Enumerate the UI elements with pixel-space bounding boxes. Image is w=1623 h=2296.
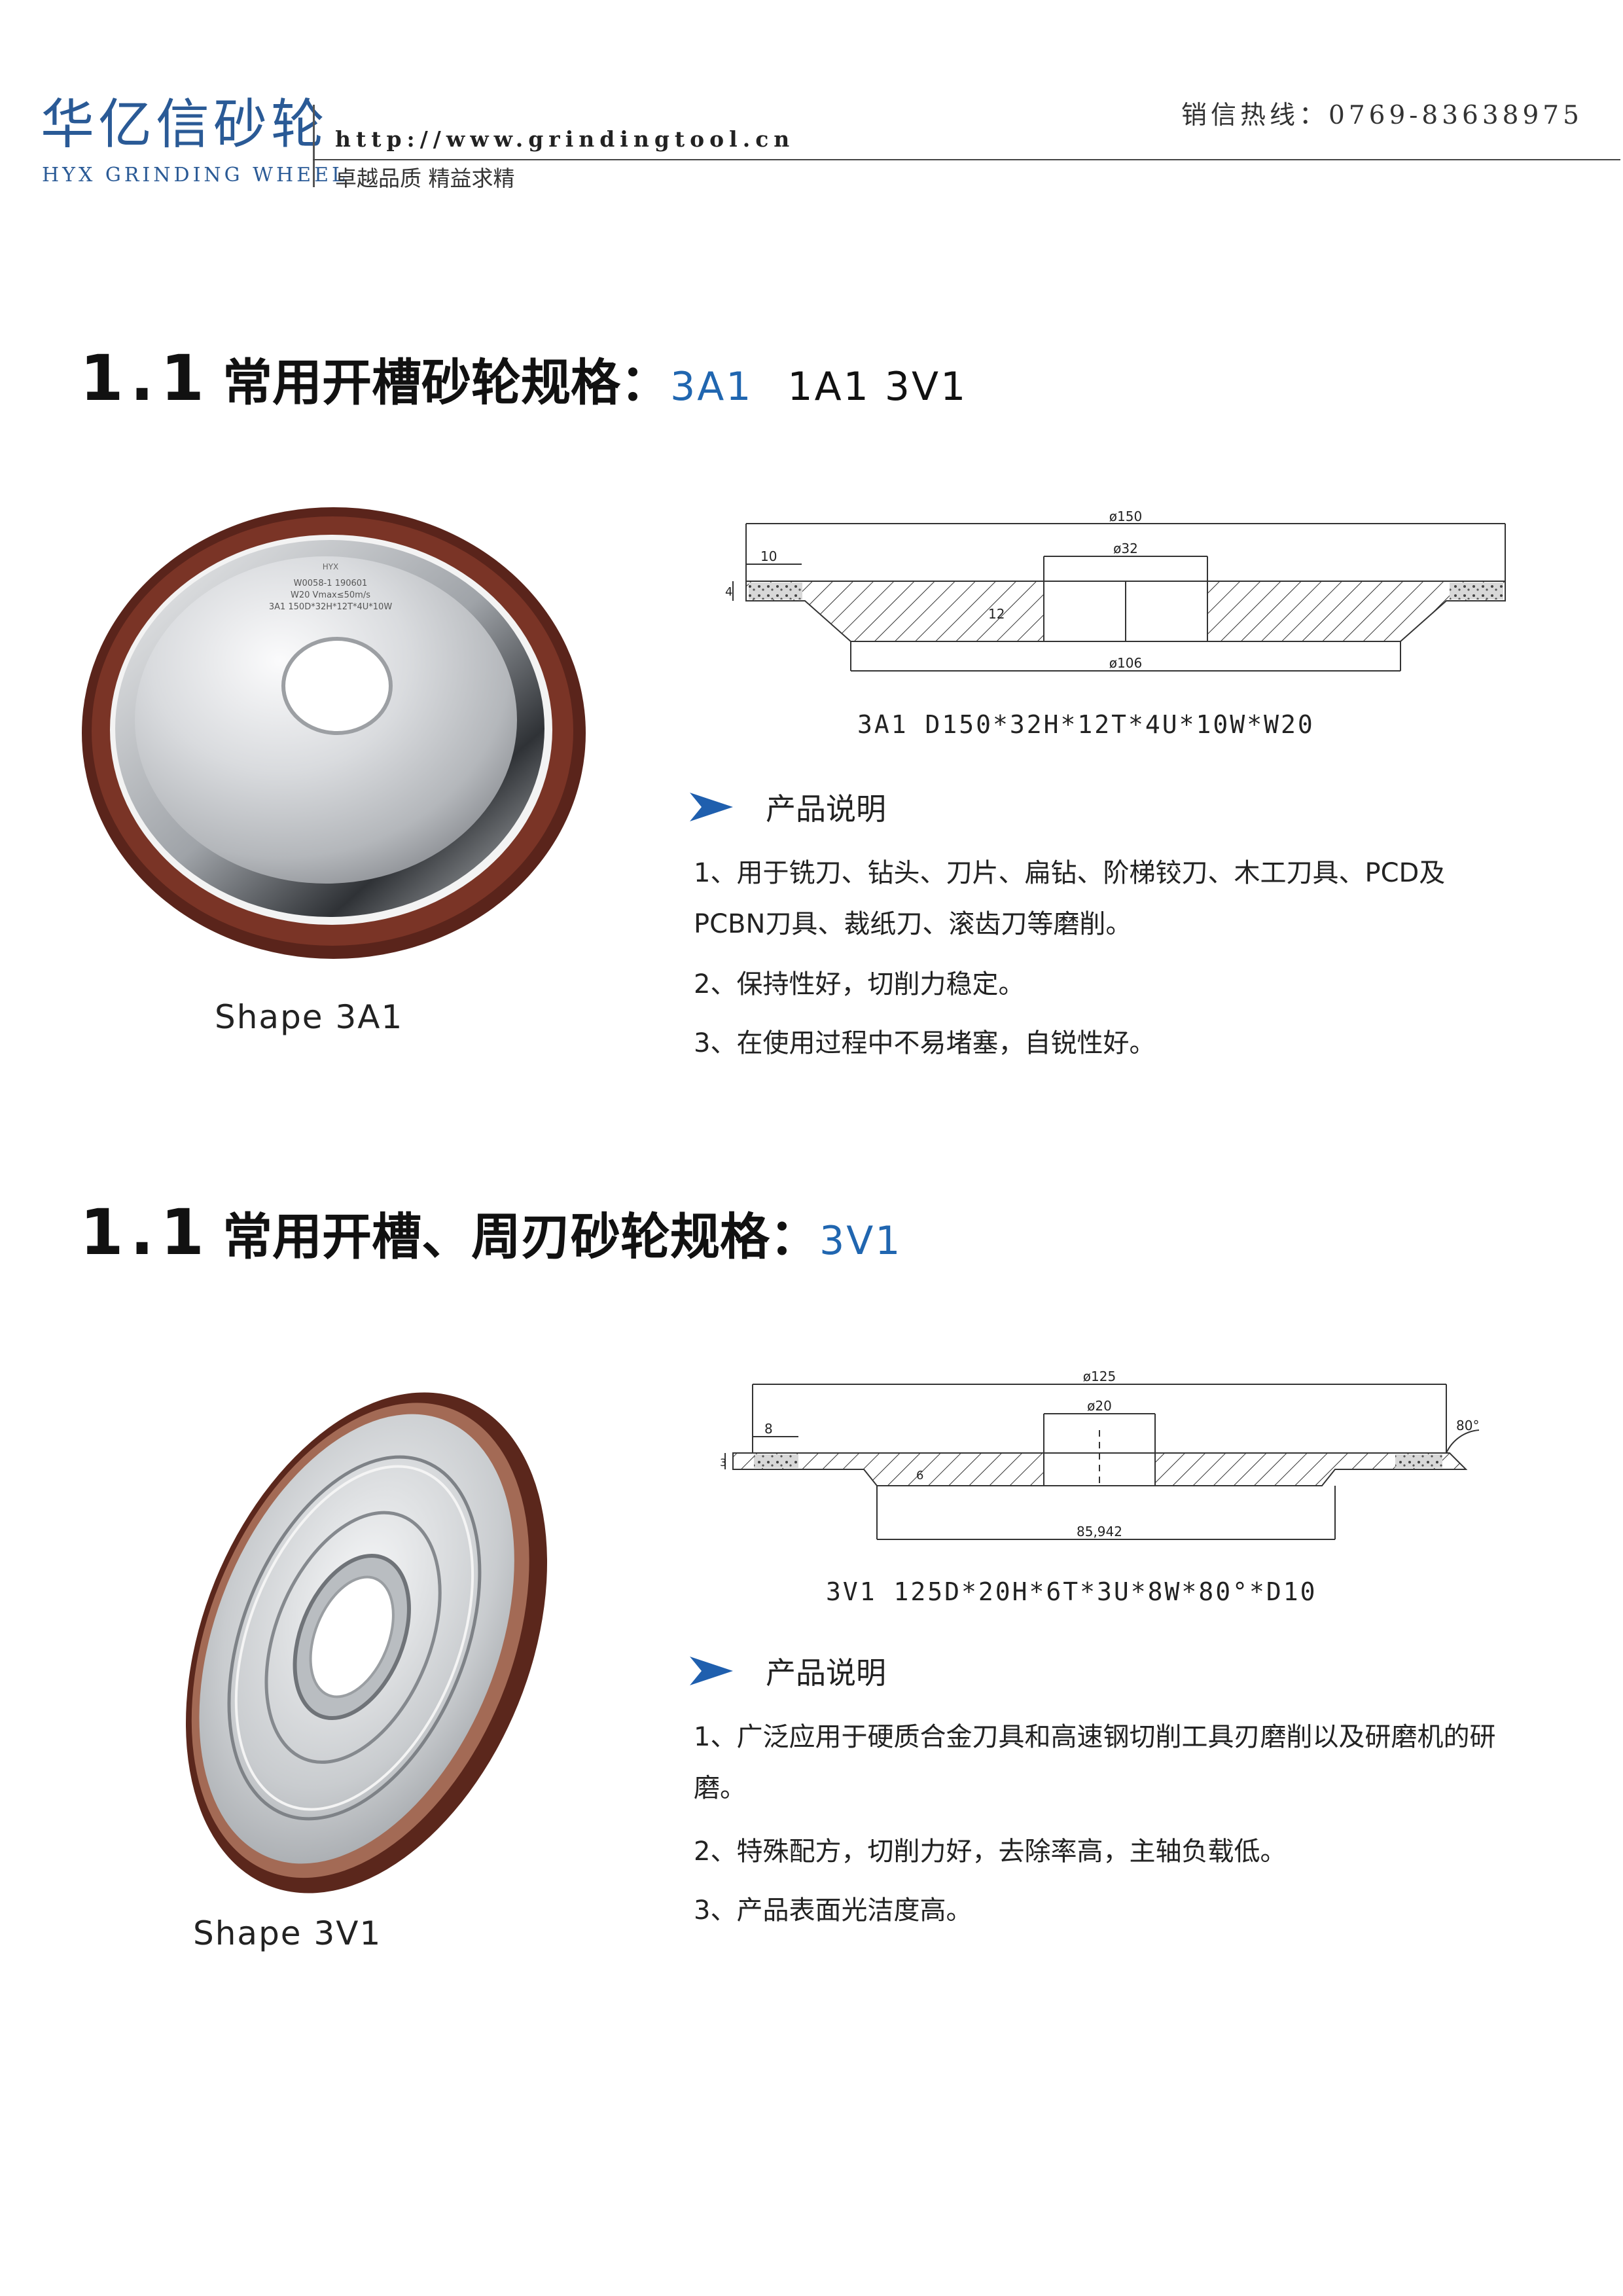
desc-item: 2、保持性好，切削力稳定。: [694, 969, 1025, 999]
arrow-icon: [690, 793, 733, 821]
header-divider: [313, 105, 315, 187]
wheel-label-line: W20 Vmax≤50m/s: [291, 590, 370, 600]
section1-highlight: 3A1: [670, 364, 753, 410]
wheel-label-line: 3A1 150D*32H*12T*4U*10W: [269, 602, 393, 612]
wheel-label-line: W0058-1 190601: [294, 579, 368, 588]
technical-drawing-3v1: ø125 ø20 85,942 8 3 6 80°: [720, 1369, 1479, 1540]
section2-number: 1.1: [80, 1196, 211, 1269]
header-rule: [313, 159, 1620, 160]
arrow-icon: [690, 1657, 733, 1685]
slogan: 卓越品质 精益求精: [335, 166, 515, 191]
desc-title: 产品说明: [766, 791, 886, 827]
section2-title-text: 常用开槽、周刃砂轮规格：: [223, 1208, 820, 1266]
logo-english: HYX GRINDING WHEEL: [42, 164, 348, 187]
section1-rest: 1A1 3V1: [787, 364, 968, 410]
dim-outer-diameter: ø125: [1083, 1369, 1116, 1384]
dim-thickness: 6: [916, 1469, 923, 1482]
grinding-wheel-3v1-photo: [185, 1392, 548, 1893]
desc-item: 1、用于铣刀、钻头、刀片、扁钻、阶梯铰刀、木工刀具、PCD及PCBN刀具、裁纸刀…: [694, 858, 1446, 939]
dim-thickness: 12: [988, 606, 1005, 622]
desc-item: 3、在使用过程中不易堵塞，自锐性好。: [694, 1028, 1156, 1058]
spec-3v1: 3V1 125D*20H*6T*3U*8W*80°*D10: [826, 1577, 1317, 1606]
dim-rim-width: 10: [760, 548, 777, 564]
grinding-wheel-3a1-photo: HYX W0058-1 190601 W20 Vmax≤50m/s 3A1 15…: [82, 507, 586, 959]
spec-3a1: 3A1 D150*32H*12T*4U*10W*W20: [857, 710, 1315, 739]
desc-heading-1: 产品说明: [687, 785, 886, 829]
dim-rim-depth: 3: [720, 1456, 726, 1469]
desc-item: 1、广泛应用于硬质合金刀具和高速钢切削工具刃磨削以及研磨机的研磨。: [694, 1722, 1496, 1803]
website-url[interactable]: http://www.grindingtool.cn: [335, 126, 795, 152]
dim-outer-diameter: ø150: [1109, 511, 1142, 524]
logo-chinese: 华亿信砂轮: [41, 94, 329, 156]
dim-bottom-diameter: ø106: [1109, 655, 1142, 671]
dim-bottom-diameter: 85,942: [1077, 1524, 1122, 1539]
desc-item: 2、特殊配方，切削力好，去除率高，主轴负载低。: [694, 1837, 1287, 1867]
technical-drawing-3a1: ø150 ø32 ø106 10 4 12: [725, 511, 1506, 672]
dim-angle: 80°: [1456, 1418, 1479, 1433]
section1-title-text: 常用开槽砂轮规格：: [223, 353, 671, 412]
dim-bore-diameter: ø20: [1087, 1398, 1112, 1414]
section1-number: 1.1: [80, 342, 211, 415]
dim-rim-width: 8: [764, 1421, 773, 1437]
dim-bore-diameter: ø32: [1113, 541, 1138, 556]
desc-title: 产品说明: [766, 1655, 886, 1691]
caption-3v1: Shape 3V1: [193, 1914, 382, 1952]
sales-hotline: 销信热线：0769-83638975: [1181, 101, 1583, 130]
desc-heading-2: 产品说明: [687, 1649, 886, 1693]
dim-rim-depth: 4: [725, 585, 732, 599]
wheel-label-line: HYX: [323, 562, 339, 571]
section2-highlight: 3V1: [819, 1218, 902, 1264]
caption-3a1: Shape 3A1: [215, 998, 404, 1036]
desc-item: 3、产品表面光洁度高。: [694, 1895, 972, 1926]
